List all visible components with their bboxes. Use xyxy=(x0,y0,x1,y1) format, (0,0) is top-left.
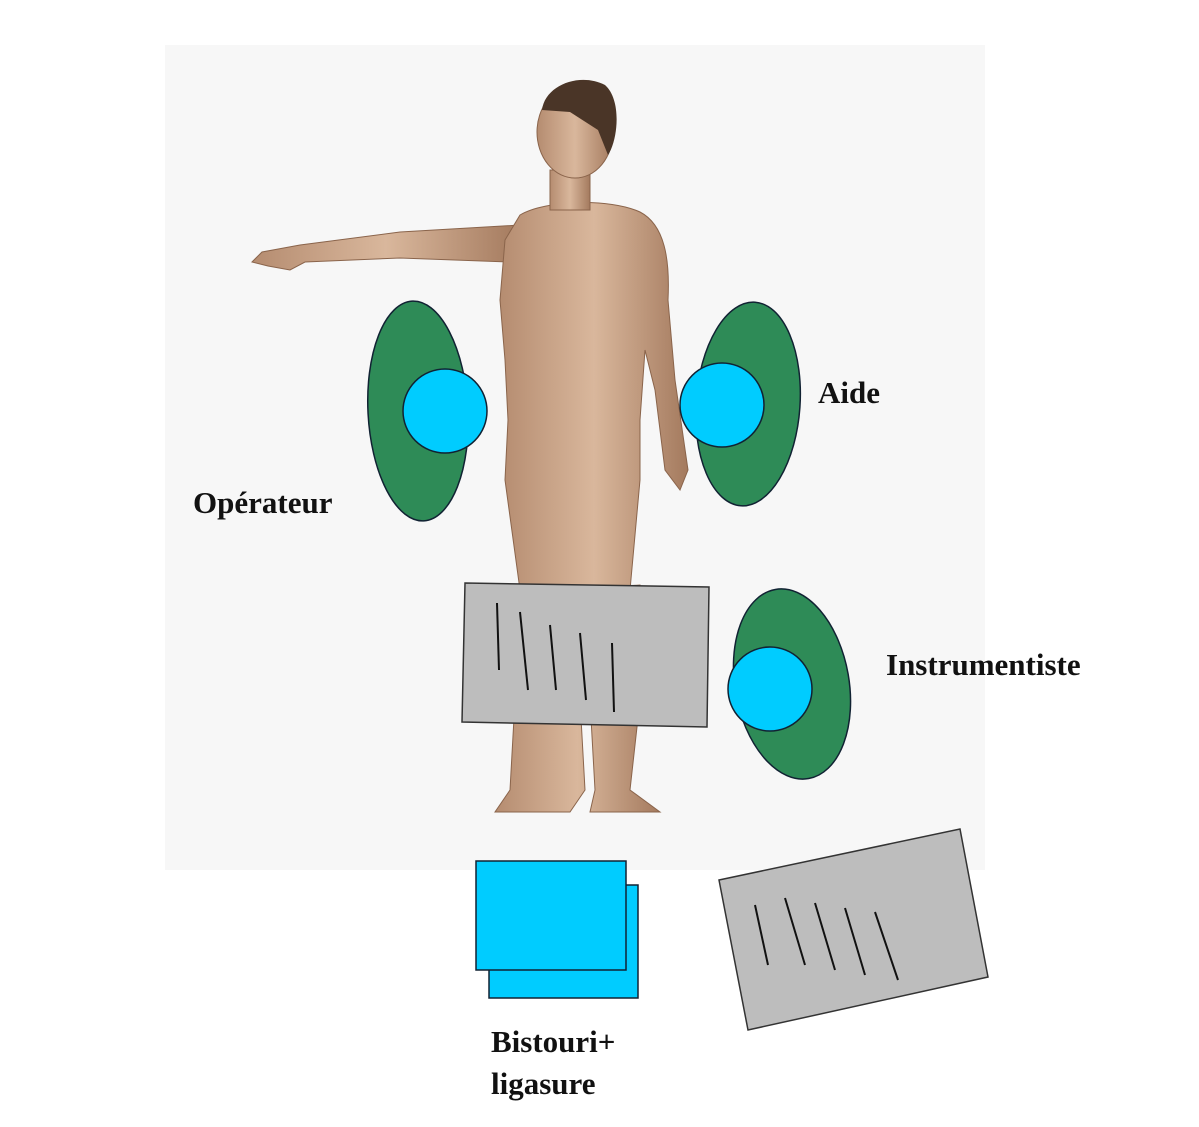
label-scrub-nurse: Instrumentiste xyxy=(886,647,1081,682)
patient-hair xyxy=(542,79,617,155)
assistant-position xyxy=(679,301,802,507)
scrub-nurse-position xyxy=(727,588,852,780)
instrument-tray-1 xyxy=(461,582,710,728)
label-device-line1: Bistouri+ xyxy=(491,1024,615,1059)
patient-arm xyxy=(251,224,521,271)
instrument-tray-2 xyxy=(718,828,989,1031)
operator-position xyxy=(366,300,488,522)
label-device-line2: ligasure xyxy=(491,1066,596,1101)
device-bistouri-ligasure xyxy=(475,860,639,999)
label-assistant: Aide xyxy=(818,375,880,410)
label-operator: Opérateur xyxy=(193,485,333,520)
